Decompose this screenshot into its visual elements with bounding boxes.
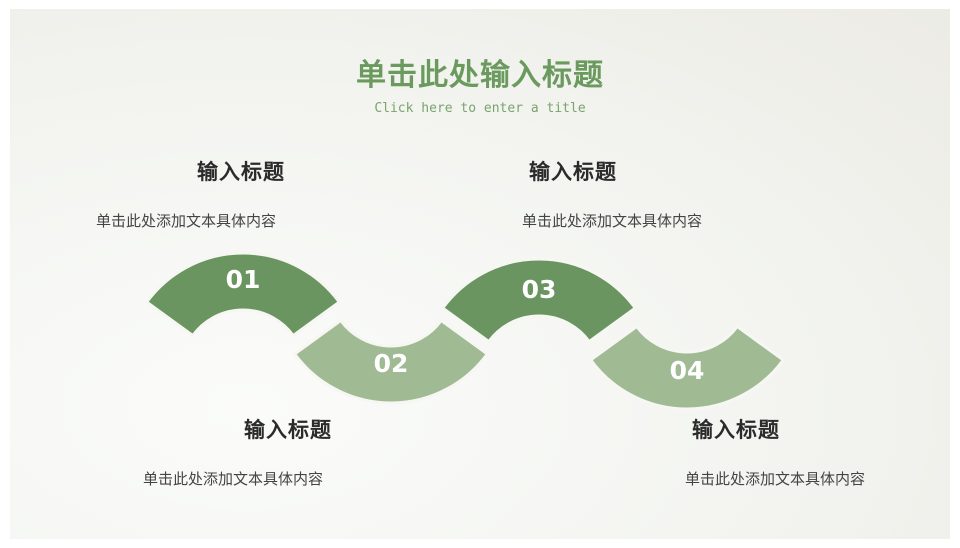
- step-1-number: 01: [226, 265, 261, 294]
- slide-subtitle[interactable]: Click here to enter a title: [374, 101, 586, 116]
- wave-segment-1[interactable]: [144, 251, 342, 338]
- step-2-number: 02: [374, 349, 409, 378]
- step-2-text[interactable]: 单击此处添加文本具体内容: [143, 470, 324, 488]
- step-3-number: 03: [522, 275, 557, 304]
- wave-segment-4[interactable]: [588, 324, 786, 411]
- wave-segment-3[interactable]: [440, 257, 638, 344]
- step-3-heading[interactable]: 输入标题: [529, 160, 617, 184]
- step-1-heading[interactable]: 输入标题: [197, 160, 285, 184]
- step-2-heading[interactable]: 输入标题: [244, 418, 332, 442]
- step-4-number: 04: [670, 356, 705, 385]
- step-3-text[interactable]: 单击此处添加文本具体内容: [522, 212, 703, 230]
- wave-segment-2[interactable]: [292, 318, 490, 405]
- step-4-text[interactable]: 单击此处添加文本具体内容: [685, 470, 866, 488]
- step-1-text[interactable]: 单击此处添加文本具体内容: [96, 212, 277, 230]
- step-4-heading[interactable]: 输入标题: [692, 418, 780, 442]
- slide-title[interactable]: 单击此处输入标题: [356, 58, 604, 93]
